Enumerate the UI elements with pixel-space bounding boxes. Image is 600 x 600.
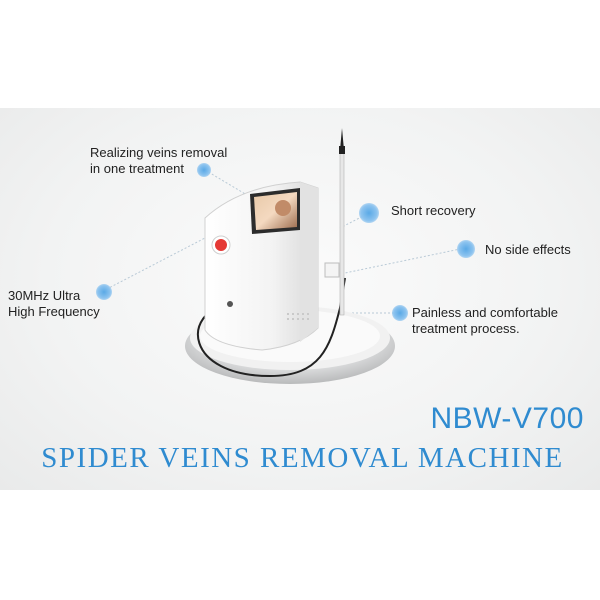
feature-line: treatment process. (412, 321, 520, 336)
feature-line: Painless and comfortable (412, 305, 558, 320)
feature-line: Realizing veins removal (90, 145, 228, 160)
feature-dot (359, 203, 379, 223)
feature-short-recovery: Short recovery (391, 203, 476, 219)
feature-dot (457, 240, 475, 258)
product-illustration (102, 128, 466, 384)
feature-line: High Frequency (8, 304, 100, 319)
feature-high-frequency: 30MHz Ultra High Frequency (8, 288, 100, 320)
emergency-button-icon (211, 235, 231, 255)
cable-icon (197, 277, 346, 378)
touchscreen-icon (250, 188, 300, 234)
feature-dot (392, 305, 408, 321)
feature-line: No side effects (485, 242, 571, 257)
feature-line: in one treatment (90, 161, 184, 176)
feature-veins-removal: Realizing veins removal in one treatment (90, 145, 227, 177)
feature-line: Short recovery (391, 203, 476, 218)
feature-line: 30MHz Ultra (8, 288, 81, 303)
feature-dot (197, 163, 211, 177)
handpiece-icon (324, 128, 345, 316)
product-banner: Realizing veins removal in one treatment… (0, 108, 600, 490)
product-headline: SPIDER VEINS REMOVAL MACHINE (41, 442, 564, 474)
cable-port-icon (227, 301, 233, 307)
feature-painless: Painless and comfortable treatment proce… (412, 305, 558, 337)
feature-dot (96, 284, 112, 300)
feature-no-side-effects: No side effects (485, 242, 571, 258)
model-number: NBW-V700 (430, 402, 584, 435)
